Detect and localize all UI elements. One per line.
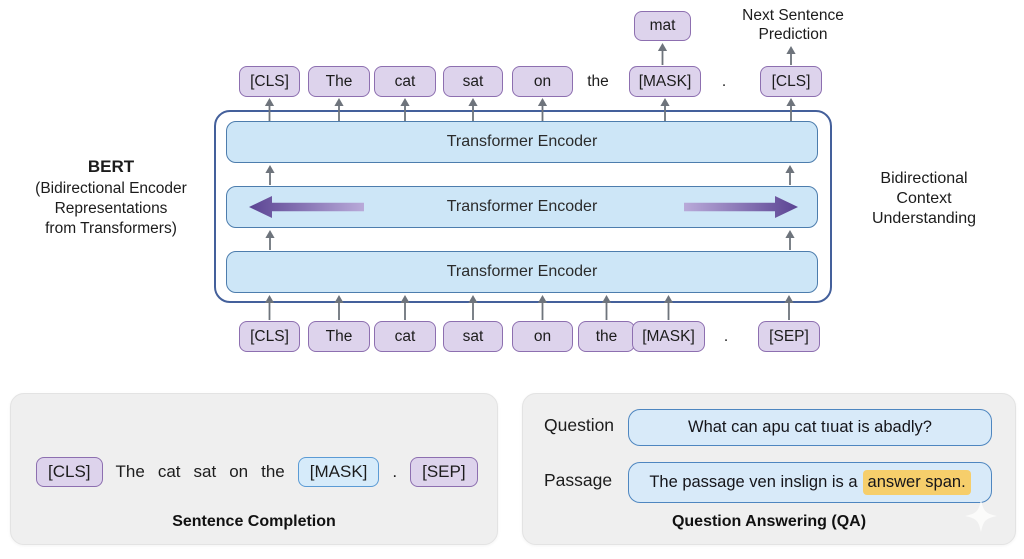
question-label: Question (544, 415, 615, 435)
question-answering-panel: Question What can apu cat tıuat is abadl… (522, 393, 1016, 545)
passage-label: Passage (544, 470, 613, 490)
sc-token-sat: sat (193, 462, 217, 481)
top-token-sat: sat (443, 66, 503, 97)
sentence-completion-panel: [CLS] The cat sat on the [MASK] . [SEP] … (10, 393, 498, 545)
right-label-line-3: Understanding (871, 210, 977, 227)
top-token-mask: [MASK] (629, 66, 701, 97)
question-text: What can apu cat tıuat is abadly? (688, 418, 932, 436)
passage-text: The passage ven inslign is a (649, 473, 858, 491)
top-token-the1: The (308, 66, 370, 97)
bottom-token-the1: The (308, 321, 370, 352)
sparkle-icon (965, 500, 997, 532)
bottom-token-on: on (512, 321, 573, 352)
top-token-cls: [CLS] (239, 66, 300, 97)
sc-token-on: on (229, 462, 249, 481)
bert-subtitle-line-2: Representations (54, 200, 168, 217)
sentence-completion-caption: Sentence Completion (172, 513, 336, 530)
sc-token-the2: the (261, 462, 285, 481)
bert-title-block: BERT (Bidirectional Encoder Representati… (6, 157, 216, 239)
top-token-the2: the (587, 72, 609, 90)
bottom-token-the2: the (578, 321, 635, 352)
next-sentence-prediction-label: Next Sentence Prediction (713, 6, 873, 44)
qa-caption: Question Answering (QA) (671, 513, 867, 530)
nsp-line-2: Prediction (758, 26, 828, 43)
top-token-cat: cat (374, 66, 436, 97)
bert-subtitle-line-1: (Bidirectional Encoder (35, 180, 187, 197)
top-token-cls2: [CLS] (760, 66, 822, 97)
bert-title: BERT (87, 157, 135, 176)
transformer-encoder-top: Transformer Encoder (226, 121, 818, 163)
bert-model-container (214, 110, 832, 303)
bottom-token-cat: cat (374, 321, 436, 352)
right-label-line-1: Bidirectional (880, 170, 968, 187)
nsp-line-1: Next Sentence (742, 7, 844, 24)
bottom-token-sat: sat (443, 321, 503, 352)
bidirectional-context-label: Bidirectional Context Understanding (849, 169, 999, 229)
bottom-token-period: . (723, 327, 729, 345)
bottom-token-cls: [CLS] (239, 321, 300, 352)
sc-token-sep: [SEP] (410, 457, 478, 487)
sc-token-cls: [CLS] (36, 457, 103, 487)
right-label-line-2: Context (896, 190, 952, 207)
top-token-period: . (721, 72, 727, 90)
transformer-encoder-bottom: Transformer Encoder (226, 251, 818, 293)
bottom-token-sep: [SEP] (758, 321, 820, 352)
answer-span-highlight: answer span. (862, 470, 971, 495)
mat-output-token: mat (634, 11, 691, 41)
sc-token-cat: cat (157, 462, 181, 481)
sc-token-mask: [MASK] (297, 457, 380, 487)
question-box: What can apu cat tıuat is abadly? (628, 409, 992, 446)
sentence-completion-tokens: [CLS] The cat sat on the [MASK] . [SEP] (36, 454, 478, 490)
sc-token-period: . (392, 462, 398, 481)
bert-subtitle-line-3: from Transformers) (45, 220, 177, 237)
sc-token-the1: The (115, 462, 145, 481)
bottom-token-mask: [MASK] (632, 321, 705, 352)
top-token-on: on (512, 66, 573, 97)
transformer-encoder-middle: Transformer Encoder (226, 186, 818, 228)
